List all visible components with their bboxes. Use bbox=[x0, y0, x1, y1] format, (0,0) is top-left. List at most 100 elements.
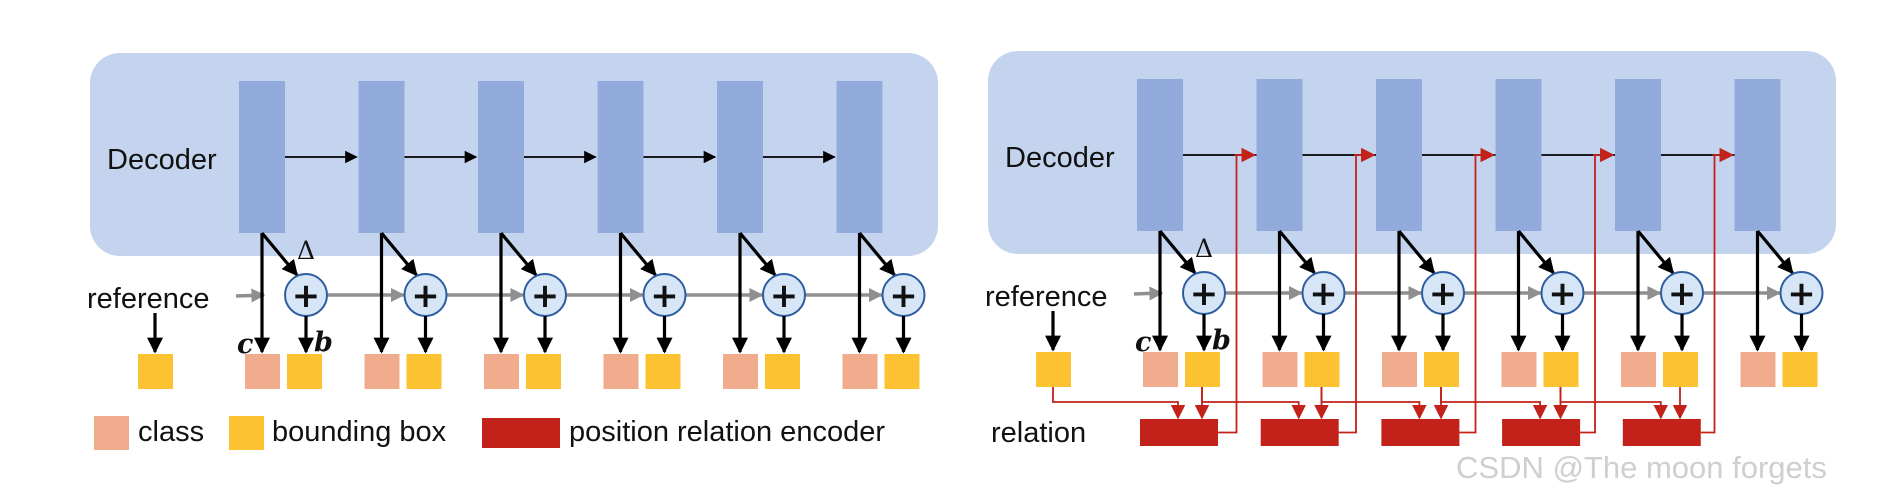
relation-encoder-box bbox=[1140, 419, 1218, 446]
delta-arrow bbox=[1517, 229, 1555, 275]
delta-arrow bbox=[1397, 229, 1436, 275]
left-decoder-label: Decoder bbox=[107, 144, 217, 176]
class-output-box bbox=[723, 354, 758, 389]
left-decoder-stack: + + + + + + bbox=[138, 81, 926, 389]
left-diagram: + + + + + + Decoder reference Δ c b bbox=[87, 53, 938, 389]
adder-plus: + bbox=[650, 276, 679, 316]
decoder-layer-block bbox=[358, 81, 405, 233]
delta-arrow bbox=[1756, 229, 1794, 275]
relation-encoder-box bbox=[1502, 419, 1581, 446]
bbox-output-box bbox=[406, 354, 442, 389]
legend-encoder-swatch bbox=[482, 418, 560, 448]
legend-bbox-label: bounding box bbox=[272, 416, 447, 448]
decoder-layer-block bbox=[836, 81, 883, 233]
adder-plus: + bbox=[889, 276, 918, 316]
decoder-layer-block bbox=[1495, 79, 1542, 231]
right-reference-label: reference bbox=[985, 281, 1108, 313]
bbox-output-box bbox=[1424, 352, 1459, 387]
adder-plus: + bbox=[292, 276, 321, 316]
adder-plus: + bbox=[531, 276, 560, 316]
decoder-layer-block bbox=[478, 81, 524, 233]
decoder-layer-block bbox=[1376, 79, 1422, 231]
bbox-output-box bbox=[765, 354, 800, 389]
relation-output-line bbox=[1338, 155, 1357, 434]
decoder-layer-block bbox=[239, 81, 285, 233]
decoder-layer-block bbox=[1137, 79, 1183, 231]
reference-box bbox=[1036, 352, 1071, 387]
delta-arrow bbox=[619, 231, 657, 277]
decoder-layer-block bbox=[597, 81, 644, 233]
delta-arrow bbox=[858, 231, 896, 277]
relation-encoder-box bbox=[1381, 419, 1460, 446]
left-reference-label: reference bbox=[87, 283, 210, 315]
bbox-output-box bbox=[645, 354, 681, 389]
bbox-output-box bbox=[1663, 352, 1698, 387]
adder-plus: + bbox=[770, 276, 799, 316]
relation-input-line bbox=[1052, 387, 1186, 420]
bbox-output-box bbox=[287, 354, 322, 389]
bbox-output-box bbox=[1543, 352, 1579, 387]
class-output-box bbox=[484, 354, 519, 389]
right-class-symbol: c bbox=[1135, 327, 1151, 358]
adder-plus: + bbox=[1548, 274, 1577, 314]
delta-arrow bbox=[260, 231, 299, 277]
class-output-box bbox=[364, 354, 400, 389]
right-bbox-symbol: b bbox=[1212, 325, 1231, 356]
class-output-box bbox=[1740, 352, 1776, 387]
relation-input-line bbox=[1559, 387, 1669, 420]
relation-output-line bbox=[1580, 155, 1596, 434]
relation-input-line bbox=[1440, 387, 1548, 420]
class-output-box bbox=[245, 354, 280, 389]
right-diagram: + + + + + + Decoder reference relation Δ c b bbox=[985, 51, 1836, 449]
bbox-output-box bbox=[1782, 352, 1818, 387]
adder-plus: + bbox=[1190, 274, 1219, 314]
relation-input-line bbox=[1320, 387, 1427, 420]
class-output-box bbox=[1143, 352, 1178, 387]
delta-arrow bbox=[1278, 229, 1316, 275]
right-relation-label: relation bbox=[991, 417, 1086, 449]
left-delta-symbol: Δ bbox=[297, 236, 315, 265]
adder-plus: + bbox=[1668, 274, 1697, 314]
legend-encoder-label: position relation encoder bbox=[569, 416, 885, 448]
adder-plus: + bbox=[1787, 274, 1816, 314]
class-output-box bbox=[842, 354, 878, 389]
delta-arrow bbox=[1636, 229, 1675, 275]
left-bbox-symbol: b bbox=[314, 327, 333, 358]
class-output-box bbox=[1262, 352, 1298, 387]
relation-output-line bbox=[1459, 155, 1477, 434]
right-decoder-stack: + + + + + + bbox=[1036, 79, 1824, 446]
bbox-output-box bbox=[526, 354, 561, 389]
bbox-output-box bbox=[1304, 352, 1340, 387]
class-output-box bbox=[1621, 352, 1656, 387]
relation-encoder-box bbox=[1622, 419, 1701, 446]
left-class-symbol: c bbox=[237, 329, 253, 360]
class-output-box bbox=[1382, 352, 1417, 387]
legend: class bounding box position relation enc… bbox=[94, 416, 885, 450]
delta-arrow bbox=[499, 231, 538, 277]
reference-flow-arrow bbox=[235, 288, 266, 303]
class-output-box bbox=[603, 354, 639, 389]
relation-output-line bbox=[1218, 155, 1238, 434]
decoder-layer-block bbox=[1615, 79, 1661, 231]
legend-bbox-swatch bbox=[229, 416, 264, 450]
delta-arrow bbox=[1158, 229, 1197, 275]
decoder-layer-block bbox=[1734, 79, 1781, 231]
relation-input-line bbox=[1201, 387, 1306, 420]
reference-box bbox=[138, 354, 173, 389]
class-output-box bbox=[1501, 352, 1537, 387]
watermark: CSDN @The moon forgets bbox=[1456, 450, 1827, 485]
decoder-layer-block bbox=[1256, 79, 1303, 231]
delta-arrow bbox=[380, 231, 418, 277]
adder-plus: + bbox=[1309, 274, 1338, 314]
adder-plus: + bbox=[1429, 274, 1458, 314]
bbox-output-box bbox=[884, 354, 920, 389]
bbox-output-box bbox=[1185, 352, 1220, 387]
reference-flow-arrow bbox=[1133, 286, 1164, 301]
right-delta-symbol: Δ bbox=[1195, 234, 1213, 263]
legend-class-label: class bbox=[138, 416, 204, 448]
delta-arrow bbox=[738, 231, 777, 277]
adder-plus: + bbox=[411, 276, 440, 316]
relation-output-line bbox=[1700, 155, 1716, 434]
right-decoder-label: Decoder bbox=[1005, 142, 1115, 174]
